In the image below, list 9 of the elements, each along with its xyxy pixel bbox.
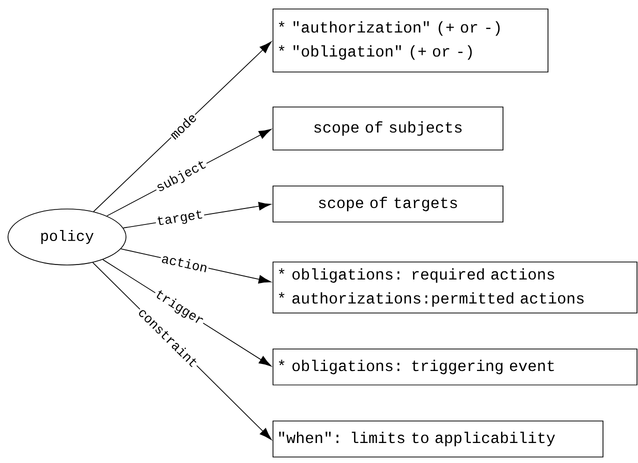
text-box: * "authorization" (+ or -) * "obligation" (+ or -)	[272, 8, 548, 72]
edge-label: target	[154, 208, 206, 230]
text-box: "when": limits to applicability	[272, 420, 604, 458]
arrow	[93, 41, 272, 212]
edge-label: action	[160, 252, 210, 274]
text-box: scope of subjects	[272, 106, 504, 150]
text-box: * obligations: required actions * authorizations:permitted actions	[272, 262, 638, 314]
text-box: scope of targets	[272, 186, 504, 222]
text-box: * obligations: triggering event	[272, 348, 638, 386]
